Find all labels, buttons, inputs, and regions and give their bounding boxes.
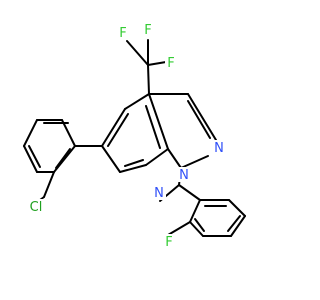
bond-line [61, 119, 76, 147]
bond-line [126, 40, 149, 66]
bond-line [148, 93, 169, 150]
bond-line [167, 148, 182, 169]
bond-line [187, 93, 217, 141]
bond-line [189, 199, 201, 223]
fluorine-atom-label: F [165, 235, 172, 250]
bond-line [101, 145, 121, 173]
bond-line [101, 108, 126, 147]
bond-line [107, 113, 129, 147]
bond-line [119, 164, 147, 173]
bond-line [23, 145, 38, 173]
bond-line [147, 61, 167, 66]
bond-line [180, 155, 209, 169]
chlorine-atom-label: Cl [30, 200, 43, 215]
bond-layer [23, 39, 246, 237]
bond-line [145, 148, 169, 166]
nitrogen-atom-label: N [154, 186, 164, 201]
bond-line [194, 218, 205, 232]
bond-line [167, 221, 191, 236]
bond-line [189, 221, 204, 237]
fluorine-atom-label: F [167, 56, 174, 71]
bond-line [124, 93, 150, 110]
fluorine-atom-label: F [144, 23, 151, 38]
bond-line [55, 148, 71, 169]
bond-line [28, 145, 41, 168]
bond-line [43, 171, 55, 198]
bond-line [187, 100, 211, 139]
bond-line [145, 105, 161, 149]
nitrogen-atom-label: N [179, 168, 189, 183]
bond-line [53, 145, 76, 173]
fluorine-atom-label: F [119, 26, 126, 41]
nitrogen-atom-label: N [214, 141, 224, 156]
structure-diagram: F F F N N N Cl F [23, 22, 246, 250]
bond-line [228, 199, 246, 217]
bond-line [124, 159, 144, 167]
bond-line [230, 215, 246, 237]
bond-line [23, 119, 38, 147]
bond-line [178, 184, 201, 201]
atom-label-layer: F F F N N N Cl F [27, 22, 226, 250]
bond-line [147, 64, 150, 95]
bond-line [227, 215, 241, 232]
